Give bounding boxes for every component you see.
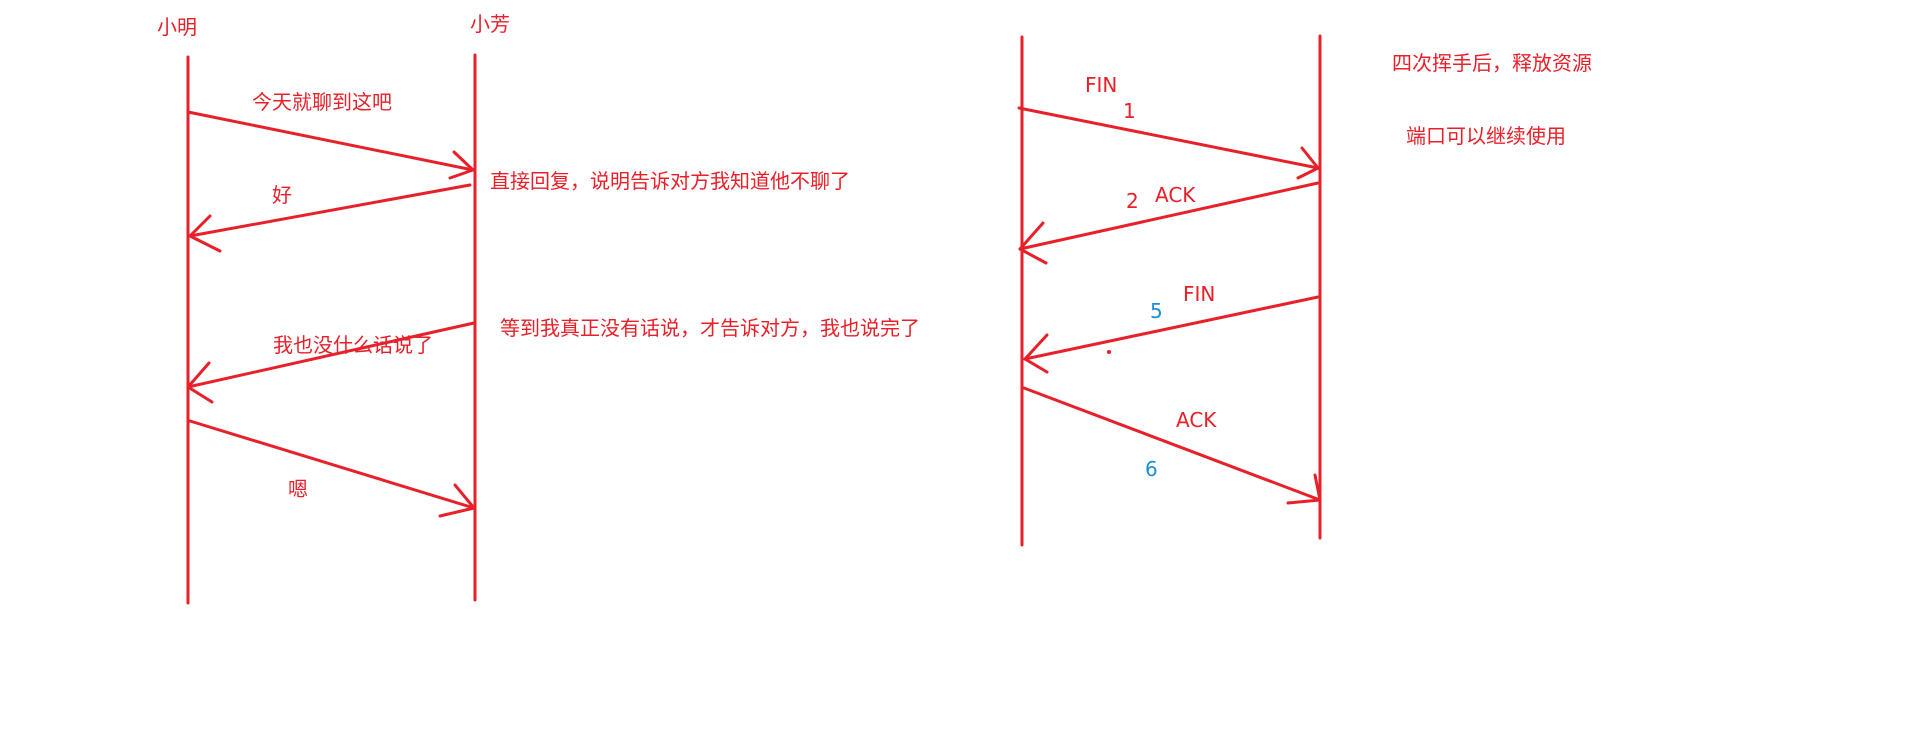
fin-arrow-1 xyxy=(1017,106,1320,180)
party-a-label: 小明 xyxy=(157,15,197,39)
ack-arrow-2 xyxy=(1018,181,1320,265)
ack-label-4: ACK xyxy=(1176,408,1217,432)
message-arrow-4 xyxy=(188,419,476,518)
step-number-5: 5 xyxy=(1150,299,1163,323)
fin-arrow-3 xyxy=(1023,295,1320,374)
party-b-label: 小芳 xyxy=(470,12,510,36)
message-arrow-2 xyxy=(188,183,472,253)
fin-label-3: FIN xyxy=(1183,282,1215,306)
message-3-label: 我也没什么话说了 xyxy=(273,333,433,357)
port-reuse-note: 端口可以继续使用 xyxy=(1406,124,1566,148)
ack-arrow-4 xyxy=(1022,386,1322,505)
message-arrow-1 xyxy=(186,110,475,180)
release-resources-note: 四次挥手后，释放资源 xyxy=(1392,51,1592,75)
message-2-label: 好 xyxy=(272,183,292,207)
message-3-note: 等到我真正没有话说，才告诉对方，我也说完了 xyxy=(500,316,920,340)
ack-label-2: ACK xyxy=(1155,183,1196,207)
step-number-6: 6 xyxy=(1145,457,1158,481)
stray-dot xyxy=(1107,350,1111,354)
fin-label-1: FIN xyxy=(1085,73,1117,97)
step-number-1: 1 xyxy=(1123,99,1136,123)
message-arrow-3 xyxy=(186,321,476,404)
step-number-2: 2 xyxy=(1126,189,1139,213)
message-2-note: 直接回复，说明告诉对方我知道他不聊了 xyxy=(490,169,850,193)
message-4-label: 嗯 xyxy=(288,477,308,501)
message-1-label: 今天就聊到这吧 xyxy=(252,90,392,114)
